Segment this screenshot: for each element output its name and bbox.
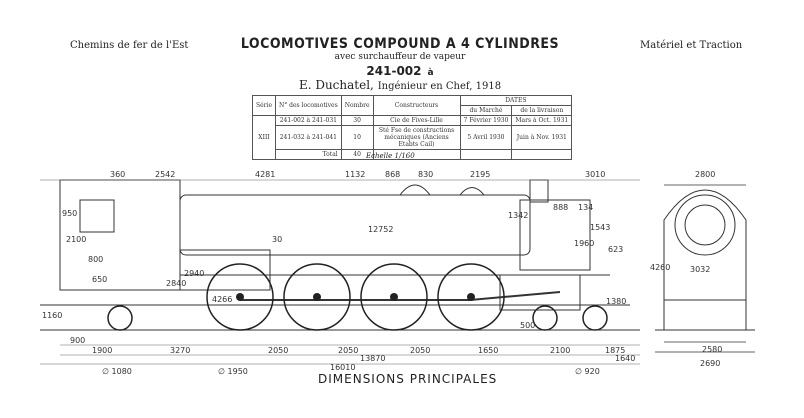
- wheel-hub: [467, 293, 475, 301]
- dim-label: 2690: [700, 359, 720, 368]
- wheel-hub: [236, 293, 244, 301]
- model-suffix: à: [427, 68, 434, 78]
- smokebox-door-inner: [684, 204, 726, 246]
- cell: XIII: [252, 115, 276, 160]
- dim-label: 1132: [345, 170, 365, 179]
- cab-window: [79, 199, 115, 233]
- dim-label: 1960: [574, 239, 594, 248]
- dim-label: 3032: [690, 265, 710, 274]
- dim-label: 3010: [585, 170, 605, 179]
- dim-label: 2100: [550, 346, 570, 355]
- firebox: [179, 249, 271, 291]
- front-view-outline: [663, 189, 747, 330]
- driving-wheel: [437, 263, 505, 331]
- dim-label: 2840: [166, 279, 186, 288]
- chimney: [529, 179, 549, 203]
- dim-label: 12752: [368, 225, 393, 234]
- engineer-name: E. Duchatel,: [298, 78, 374, 92]
- dome: [399, 184, 431, 196]
- smokebox: [519, 199, 591, 271]
- dim-label: 2542: [155, 170, 175, 179]
- th-serie: Série: [252, 95, 276, 116]
- dim-label: 650: [92, 275, 107, 284]
- dim-label: 1160: [42, 311, 62, 320]
- dim-label: 1640: [615, 354, 635, 363]
- dim-label: 3270: [170, 346, 190, 355]
- wheel-diameter: ∅ 1950: [218, 367, 248, 376]
- dim-label: 2940: [184, 269, 204, 278]
- dim-label: 2800: [695, 170, 715, 179]
- cell: Juin à Nov. 1931: [511, 125, 573, 150]
- dim-label: 2195: [470, 170, 490, 179]
- dim-label: 950: [62, 209, 77, 218]
- dim-label: 900: [70, 336, 85, 345]
- dim-label: 868: [385, 170, 400, 179]
- engineer-role: Ingénieur en Chef, 1918: [377, 81, 502, 92]
- dim-label: 1543: [590, 223, 610, 232]
- subtitle: avec surchauffeur de vapeur: [334, 52, 466, 62]
- railway-company: Chemins de fer de l'Est: [70, 40, 189, 51]
- wheel-diameter: ∅ 1080: [102, 367, 132, 376]
- title-block: LOCOMOTIVES COMPOUND A 4 CYLINDRES avec …: [240, 36, 560, 92]
- spec-table: Série N° des locomotives Nombre Construc…: [252, 95, 573, 160]
- dim-label: 2050: [268, 346, 288, 355]
- wheel-hub: [390, 293, 398, 301]
- dim-label: 4281: [255, 170, 275, 179]
- dim-label: 134: [578, 203, 593, 212]
- driving-wheel: [360, 263, 428, 331]
- dim-label: 360: [110, 170, 125, 179]
- dim-label: 30: [272, 235, 282, 244]
- dim-label: 2580: [702, 345, 722, 354]
- dim-label: 1875: [605, 346, 625, 355]
- dim-label: 888: [553, 203, 568, 212]
- boiler: [179, 194, 531, 256]
- model-number: 241-002 à: [240, 64, 560, 78]
- sand-dome: [459, 187, 485, 196]
- driving-wheel: [283, 263, 351, 331]
- dim-label: 800: [88, 255, 103, 264]
- dim-label: 1380: [606, 297, 626, 306]
- connecting-rod: [469, 291, 561, 301]
- table-row: XIII 241-002 à 241-031 30 Cie de Fives-L…: [252, 115, 573, 160]
- table-row: Total 40: [253, 149, 573, 160]
- footer-title: DIMENSIONS PRINCIPALES: [318, 372, 498, 386]
- dim-label: 4260: [650, 263, 670, 272]
- dim-label: 2050: [410, 346, 430, 355]
- dim-label: 13870: [360, 354, 385, 363]
- scale-label: Echelle 1/160: [366, 152, 415, 160]
- dim-label: 830: [418, 170, 433, 179]
- smokebox-door: [674, 194, 736, 256]
- dim-label: 1650: [478, 346, 498, 355]
- dim-label: 2050: [338, 346, 358, 355]
- wheel-diameter: ∅ 920: [575, 367, 600, 376]
- bogie-wheel: [582, 305, 608, 331]
- engineer: E. Duchatel, Ingénieur en Chef, 1918: [240, 78, 560, 92]
- bogie-wheel: [532, 305, 558, 331]
- cell: Sté Fse de constructions mécaniques (Anc…: [372, 125, 461, 150]
- main-title: LOCOMOTIVES COMPOUND A 4 CYLINDRES: [240, 36, 560, 52]
- table-row: 241-032 à 241-041 10 Sté Fse de construc…: [253, 125, 573, 150]
- cell: [372, 149, 461, 160]
- dim-label: 500: [520, 321, 535, 330]
- cell: Total: [275, 149, 342, 160]
- wheel-hub: [313, 293, 321, 301]
- dim-label: 1900: [92, 346, 112, 355]
- model-code: 241-002: [366, 64, 422, 78]
- dim-label: 623: [608, 245, 623, 254]
- dim-label: 4266: [212, 295, 232, 304]
- dim-label: 2100: [66, 235, 86, 244]
- dim-label: 16010: [330, 363, 355, 372]
- cell: [459, 149, 513, 160]
- department: Matériel et Traction: [640, 40, 743, 51]
- cell: [511, 149, 573, 160]
- cell: 241-032 à 241-041: [275, 125, 342, 150]
- cylinders: [499, 274, 581, 311]
- trailing-wheel: [107, 305, 133, 331]
- driving-wheel: [206, 263, 274, 331]
- dim-label: 1342: [508, 211, 528, 220]
